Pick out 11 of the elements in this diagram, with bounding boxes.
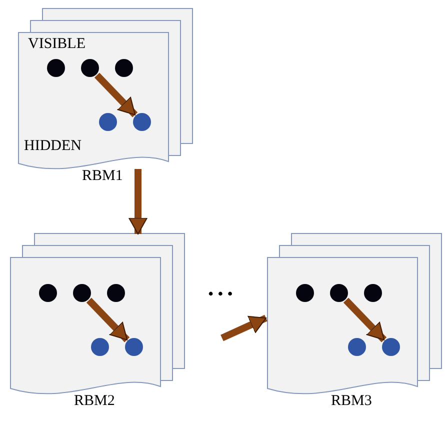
arrow [86,298,130,342]
arrow [343,298,387,342]
layer-label: HIDDEN [24,138,82,155]
arrow [220,314,268,342]
arrow [94,72,138,118]
model-caption: RBM1 [82,168,123,185]
model-caption: RBM2 [74,393,115,410]
ellipsis: • • • [208,286,233,304]
model-caption: RBM3 [331,393,372,410]
layer-label: VISIBLE [28,36,86,53]
arrow [128,169,148,234]
